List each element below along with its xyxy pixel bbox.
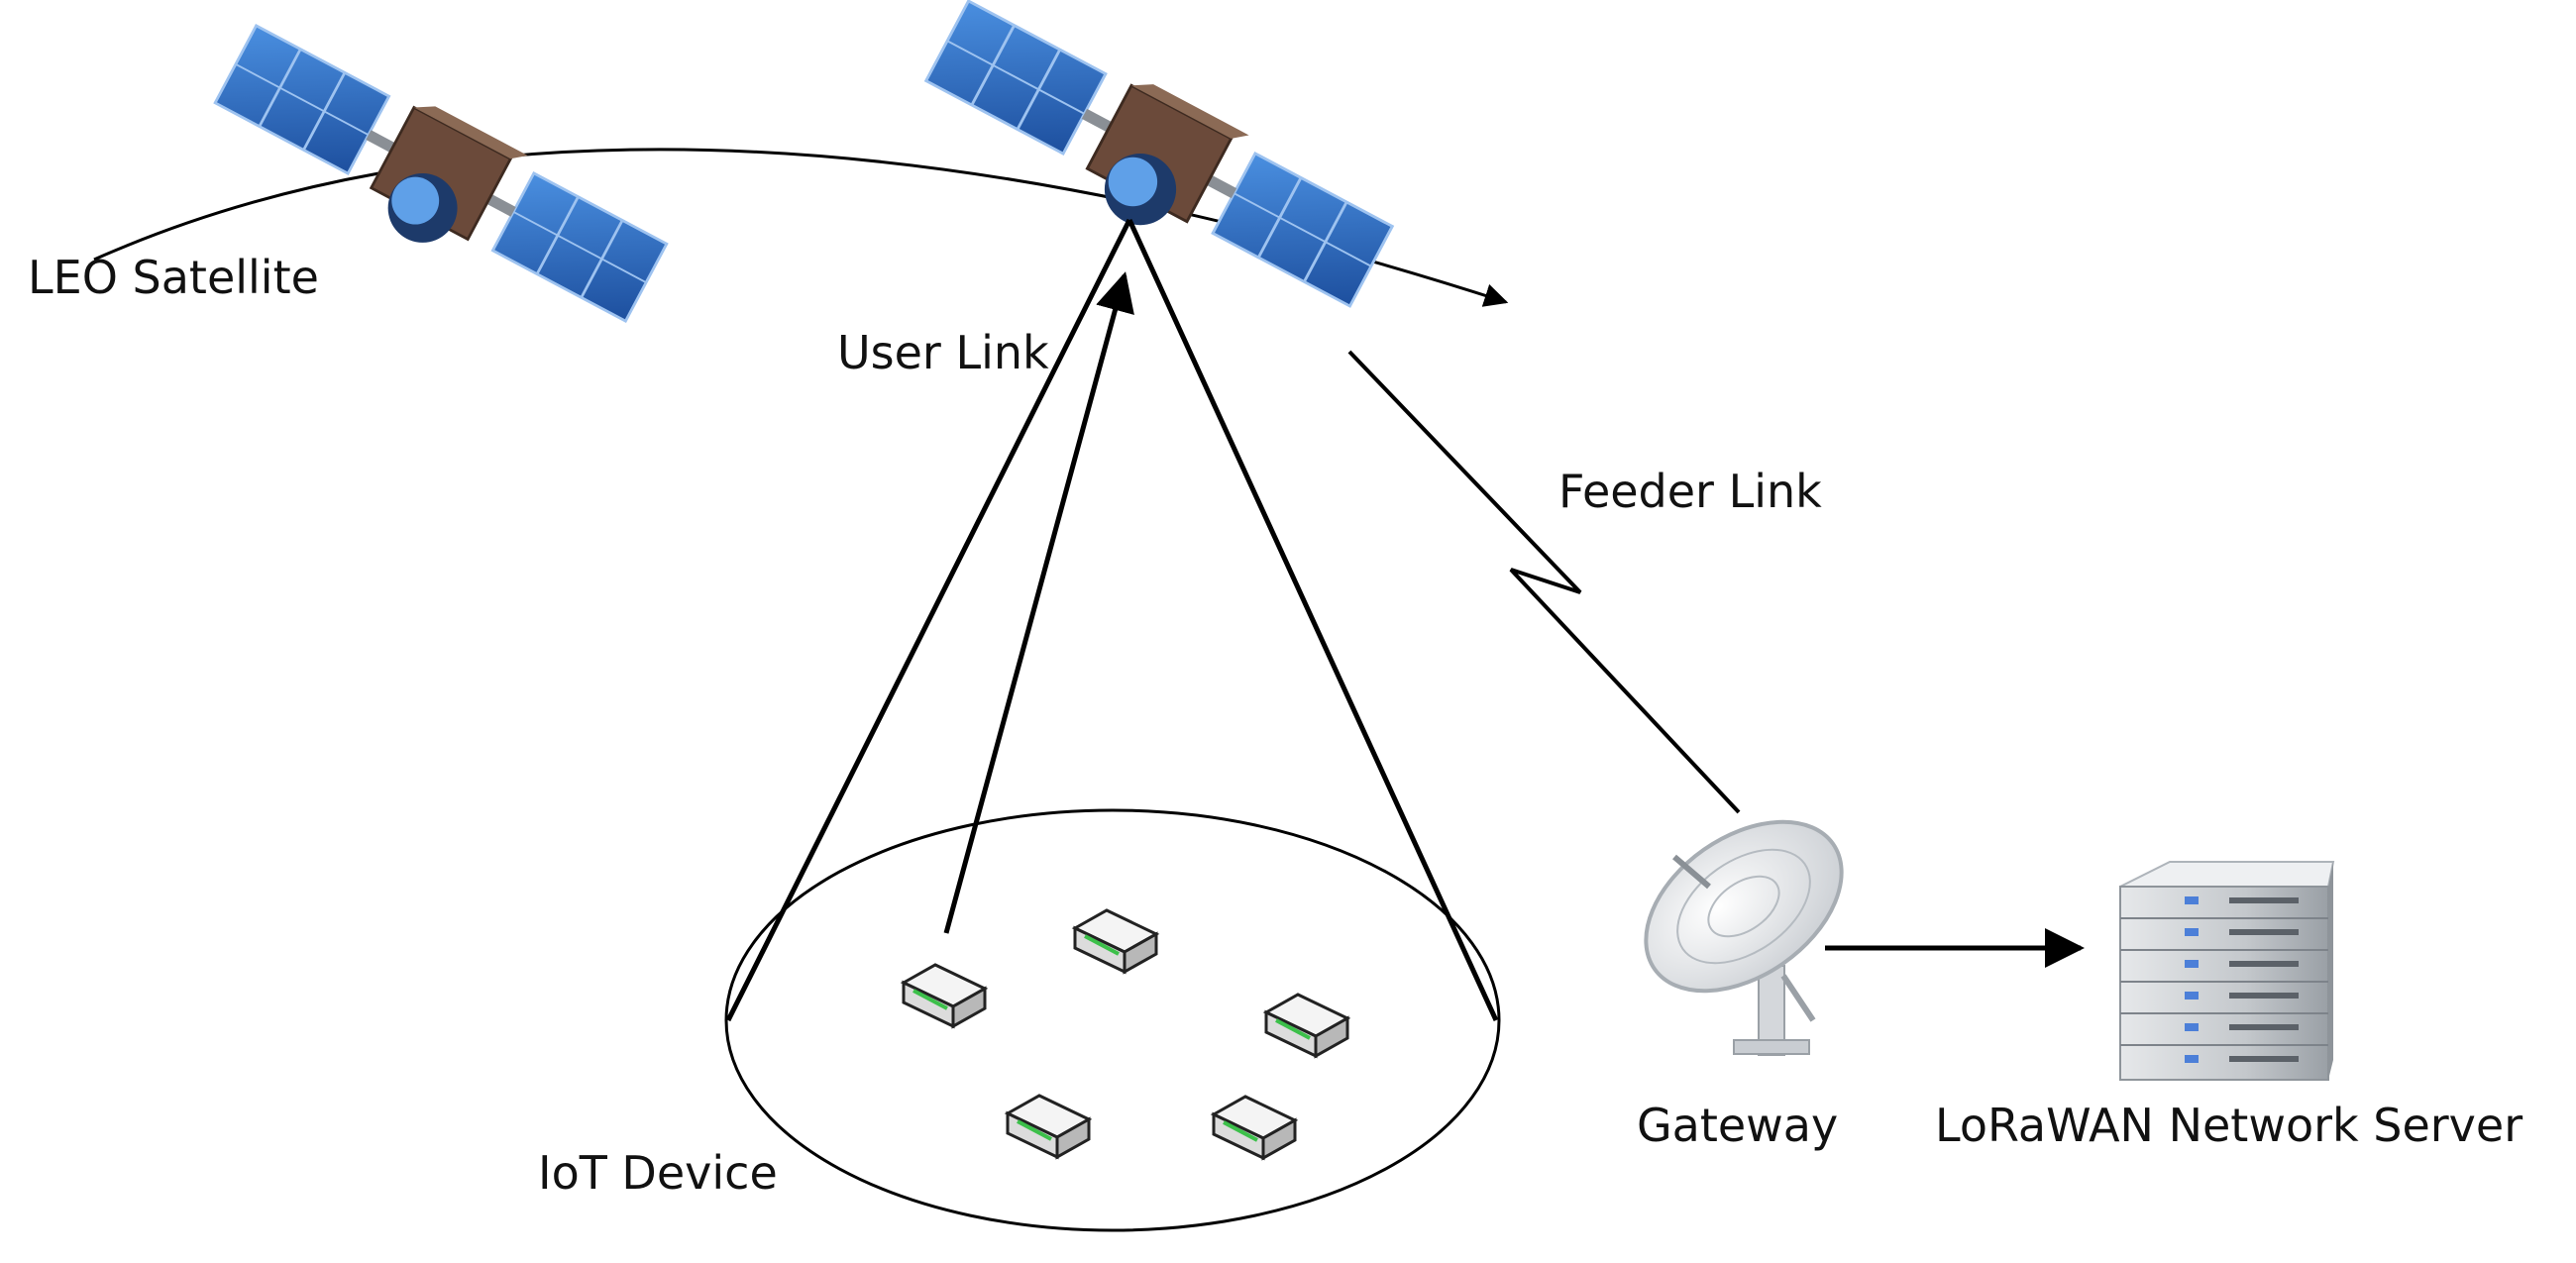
feeder-link-label: Feeder Link (1558, 465, 1822, 518)
iot-device-icon (902, 963, 987, 1028)
satellite-dish-icon (1644, 819, 1844, 1056)
iot-device-icon (1073, 908, 1158, 974)
server-rack-icon (2119, 861, 2335, 1081)
iot-device-icon (1212, 1095, 1297, 1160)
iot-device-icon (1264, 993, 1349, 1058)
coverage-area (724, 808, 1501, 1232)
leo-satellite-right (923, 0, 1400, 310)
feeder-link-zigzag (1347, 350, 1741, 814)
user-link-arrow (943, 271, 1134, 934)
gateway-label: Gateway (1637, 1099, 1838, 1152)
user-link-label: User Link (837, 326, 1049, 379)
iot-device-label: IoT Device (538, 1146, 778, 1200)
coverage-beam (725, 218, 1499, 1022)
iot-device-icon (1006, 1094, 1091, 1159)
network-server-label: LoRaWAN Network Server (1935, 1099, 2522, 1152)
leo-satellite-label: LEO Satellite (28, 251, 319, 304)
